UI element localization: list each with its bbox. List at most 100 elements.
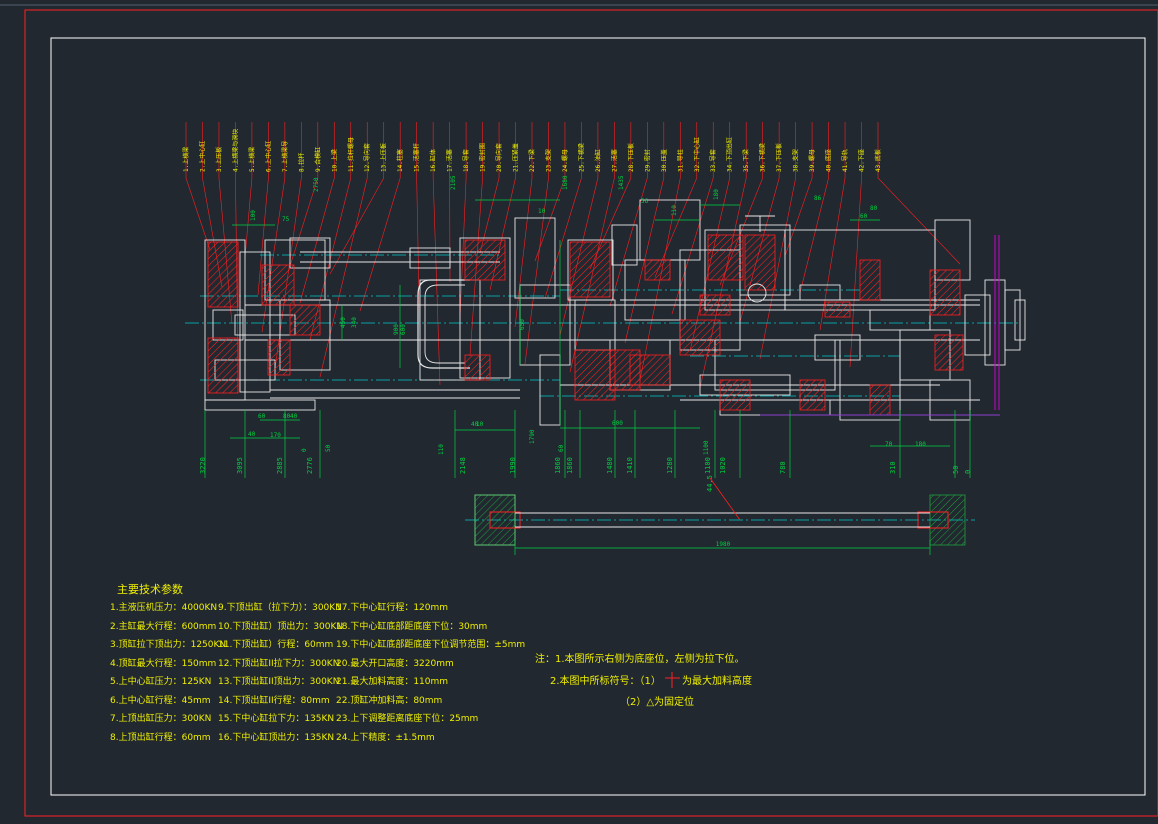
- dimension-label: 60: [258, 413, 266, 420]
- callout-label: 5.上横梁: [248, 147, 256, 172]
- param-item: 9.下顶出缸（拉下力）：300KN: [218, 600, 342, 613]
- elevation-label: 0: [964, 470, 972, 474]
- callout-label: 19.密封圈: [479, 143, 487, 172]
- dimension-label: 40: [290, 413, 298, 420]
- callout-label: 25.下横梁: [577, 143, 585, 172]
- callout-label: 23.支架: [544, 149, 552, 172]
- dimension-label: 70: [885, 441, 893, 448]
- dimension-label: 2105: [450, 175, 457, 190]
- callout-label: 11.拉杆螺母: [347, 137, 355, 172]
- max-height-symbol-icon: [665, 672, 680, 688]
- elevation-label: 44.5: [706, 475, 714, 492]
- elevation-label: 1280: [666, 457, 674, 474]
- param-item: 3.顶缸拉下顶出力：1250KN: [110, 637, 226, 650]
- callout-label: 6.上中心缸: [264, 141, 272, 172]
- callout-label: 20.导向套: [495, 143, 503, 172]
- param-item: 17.下中心缸行程：120mm: [336, 600, 448, 613]
- dimension-label: 340: [351, 317, 358, 328]
- callout-label: 15.活塞杆: [413, 143, 421, 172]
- param-item: 10.下顶出缸）顶出力：300KN: [218, 619, 343, 632]
- callout-label: 3.上压板: [215, 147, 223, 172]
- dimension-label: 900: [393, 324, 400, 335]
- callout-label: 35.下梁: [742, 149, 750, 172]
- param-item: 23.上下调整距离底座下位：25mm: [336, 711, 478, 724]
- callout-label: 4.上横梁与滑块: [231, 129, 239, 172]
- param-item: 1.主液压机压力：4000KN: [110, 600, 217, 613]
- param-item: 5.上中心缸压力：125KN: [110, 674, 211, 687]
- callout-label: 2.上中心缸: [198, 141, 206, 172]
- dimension-label: 40: [248, 431, 256, 438]
- dimension-label: 50: [325, 444, 332, 452]
- callout-label: 1.上横梁: [182, 147, 190, 172]
- dimension-label: 1435: [618, 175, 625, 190]
- dimension-label: 450: [340, 317, 347, 328]
- callout-label: 26.油缸: [594, 149, 602, 172]
- dimension-label: 60: [860, 213, 868, 220]
- callout-label: 36.下横梁: [759, 143, 767, 172]
- dimension-label: 1790: [529, 429, 536, 444]
- leader-line: [290, 122, 318, 266]
- param-item: 22.顶缸冲加料高：80mm: [336, 693, 442, 706]
- callout-label: 30.压盖: [660, 149, 668, 172]
- param-item: 15.下中心缸拉下力：135KN: [218, 711, 334, 724]
- callout-label: 43.底板: [874, 149, 882, 172]
- detail-length-label: 1980: [716, 541, 731, 548]
- dimension-label: 170: [270, 432, 281, 439]
- dimension-label: 100: [250, 210, 257, 221]
- param-item: 18.下中心缸底部距底座下位：30mm: [336, 619, 487, 632]
- param-item: 13.下顶出缸II顶出力：300KN: [218, 674, 339, 687]
- param-item: 4.顶缸最大行程：150mm: [110, 656, 216, 669]
- leader-line: [785, 122, 812, 256]
- param-item: 21.最大加料高度：110mm: [336, 674, 448, 687]
- param-item: 14.下顶出缸II行程：80mm: [218, 693, 330, 706]
- callout-label: 12.导向套: [363, 143, 371, 172]
- callout-label: 14.柱塞: [396, 149, 404, 172]
- dimension-label: 0: [301, 448, 308, 452]
- dimension-label: 110: [671, 205, 678, 216]
- callout-label: 37.下压板: [775, 143, 783, 172]
- dimension-label: 110: [438, 444, 445, 455]
- elevation-label: 2148: [459, 457, 467, 474]
- callout-label: 22.下梁: [528, 149, 536, 172]
- elevation-label: 1860: [566, 457, 574, 474]
- param-item: 8.上顶出缸行程：60mm: [110, 730, 211, 743]
- callout-label: 10.上梁: [330, 149, 338, 172]
- callout-label: 38.支架: [792, 149, 800, 172]
- callout-label: 34.下顶出缸: [726, 137, 734, 172]
- elevation-label: 3220: [199, 457, 207, 474]
- callout-label: 8.拉杆: [297, 153, 305, 172]
- note-line-2: 2.本图中所标符号：（1）: [550, 672, 661, 687]
- elevation-label: 2776: [306, 457, 314, 474]
- leader-line: [330, 122, 384, 274]
- param-item: 20.最大开口高度：3220mm: [336, 656, 454, 669]
- callout-label: 7.上横梁导: [281, 141, 289, 172]
- param-item: 16.下中心缸顶出力：135KN: [218, 730, 334, 743]
- callout-label: 42.下座: [858, 149, 866, 172]
- callout-label: 17.活塞: [446, 149, 454, 172]
- callout-label: 31.导柱: [676, 149, 684, 172]
- callout-label: 29.密封: [643, 149, 651, 172]
- elevation-label: 1990: [509, 457, 517, 474]
- leader-line: [878, 122, 960, 264]
- callout-label: 41.导轨: [841, 149, 849, 172]
- callout-label: 27.活塞: [610, 149, 618, 172]
- param-item: 11.下顶出缸）行程：60mm: [218, 637, 333, 650]
- dimension-label: 600: [612, 420, 623, 427]
- elevation-label: 310: [889, 461, 897, 474]
- callout-label: 33.导套: [709, 149, 717, 172]
- elevation-label: 780: [779, 461, 787, 474]
- param-item: 12.下顶出缸II拉下力：300KN: [218, 656, 339, 669]
- dimension-label: 2750: [313, 177, 320, 192]
- callout-label: 21.压紧盖: [512, 143, 520, 172]
- callout-label: 18.导套: [462, 149, 470, 172]
- dimension-label: 650: [519, 319, 526, 330]
- callout-label: 40.底座: [825, 149, 833, 172]
- callout-label: 32.下中心缸: [693, 137, 701, 172]
- param-item: 19.下中心缸底部距底座下位调节范围：±5mm: [336, 637, 525, 650]
- elevation-label: 2885: [276, 457, 284, 474]
- elevation-label: 3095: [236, 457, 244, 474]
